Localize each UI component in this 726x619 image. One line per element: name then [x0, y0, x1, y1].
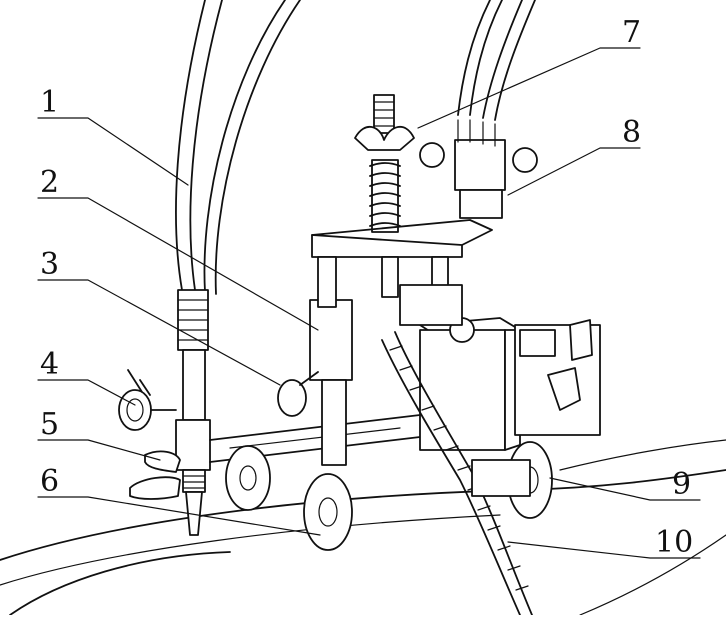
callout-4: 4 [40, 347, 59, 382]
adjust-knob-upper [118, 369, 177, 431]
motor-gearbox [399, 284, 601, 451]
callout-6: 6 [40, 464, 59, 499]
vertical-column [309, 219, 493, 466]
rail-lock-knob [277, 371, 319, 417]
callout-8: 8 [622, 115, 641, 150]
callout-2: 2 [40, 165, 59, 200]
callout-3: 3 [40, 247, 59, 282]
callout-labels: 1 2 3 4 5 6 7 8 9 10 [40, 15, 693, 560]
callout-10: 10 [655, 525, 693, 560]
callout-9: 9 [672, 467, 691, 502]
gas-hoses-left [175, 0, 301, 295]
wheel-left-front [225, 445, 271, 511]
callout-1: 1 [40, 85, 59, 120]
adjust-knob-lower [129, 450, 181, 500]
leader-lines [37, 47, 701, 559]
callout-7: 7 [622, 15, 641, 50]
wheel-right [471, 441, 553, 519]
callout-5: 5 [40, 407, 59, 442]
pipe-surface [0, 439, 726, 616]
gas-valve-block [419, 119, 538, 219]
cutting-torch [175, 289, 211, 536]
spring-assembly [354, 94, 415, 233]
gas-hoses-right [457, 0, 536, 121]
wheel-left-rear [303, 473, 353, 551]
